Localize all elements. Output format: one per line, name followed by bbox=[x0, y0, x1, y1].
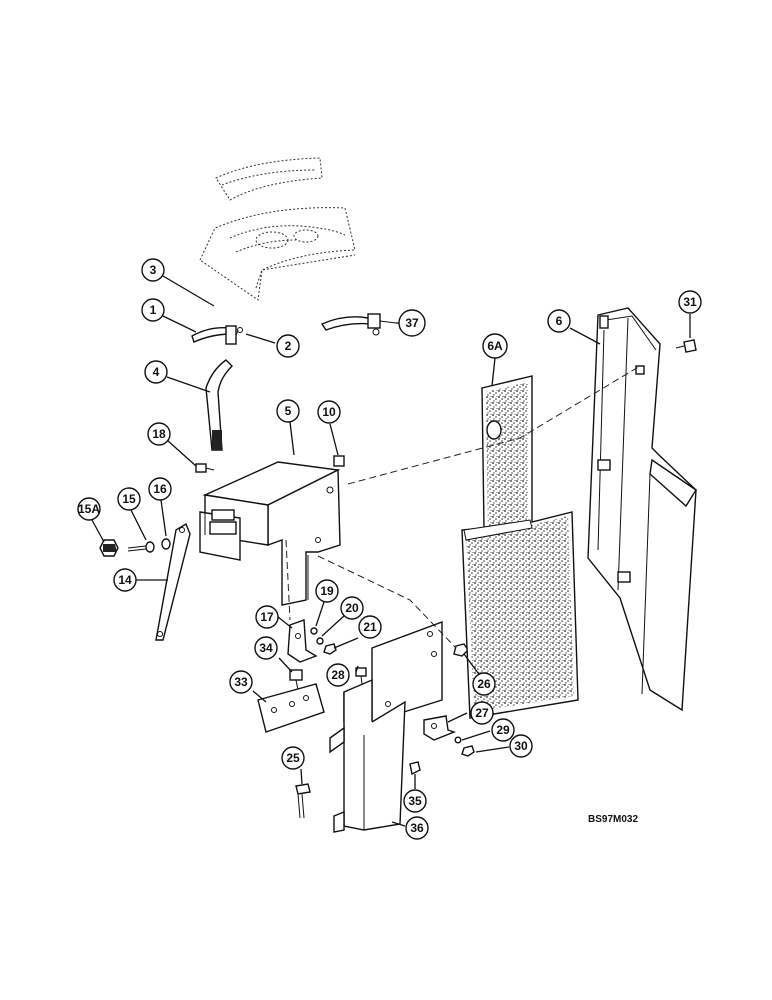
small-nut bbox=[461, 745, 475, 757]
box-bracket bbox=[199, 461, 341, 606]
callout-29: 29 bbox=[491, 718, 515, 742]
callout-3: 3 bbox=[141, 258, 165, 282]
alignment-lines bbox=[235, 329, 641, 649]
svg-text:18: 18 bbox=[152, 427, 166, 441]
callout-35: 35 bbox=[403, 789, 427, 813]
small-nut bbox=[323, 643, 337, 655]
small-washer bbox=[454, 736, 462, 744]
svg-text:30: 30 bbox=[514, 739, 528, 753]
leader-lines bbox=[91, 275, 691, 827]
callout-26: 26 bbox=[472, 672, 496, 696]
svg-text:10: 10 bbox=[322, 405, 336, 419]
right-lever bbox=[320, 313, 397, 336]
callout-6a: 6A bbox=[482, 333, 508, 359]
callout-14: 14 bbox=[113, 568, 137, 592]
support-bracket bbox=[329, 620, 443, 833]
callout-4: 4 bbox=[144, 360, 168, 384]
angle-bracket bbox=[423, 715, 457, 741]
callout-5: 5 bbox=[276, 399, 300, 423]
screw-part bbox=[195, 463, 215, 473]
callout-19: 19 bbox=[315, 579, 339, 603]
callout-34: 34 bbox=[254, 636, 278, 660]
callout-6: 6 bbox=[547, 309, 571, 333]
callout-37: 37 bbox=[398, 309, 426, 337]
svg-text:2: 2 bbox=[285, 339, 292, 353]
svg-text:33: 33 bbox=[234, 675, 248, 689]
callout-25: 25 bbox=[281, 746, 305, 770]
svg-text:34: 34 bbox=[259, 641, 273, 655]
svg-text:27: 27 bbox=[475, 706, 489, 720]
callout-15: 15 bbox=[117, 487, 141, 511]
bolt-part bbox=[355, 667, 367, 685]
callout-31: 31 bbox=[678, 290, 702, 314]
svg-text:6A: 6A bbox=[487, 339, 503, 353]
screw-part bbox=[675, 339, 697, 353]
bolt-part bbox=[289, 669, 303, 691]
cover-panel bbox=[587, 307, 697, 712]
svg-text:26: 26 bbox=[477, 677, 491, 691]
callout-36: 36 bbox=[405, 816, 429, 840]
left-lever bbox=[191, 325, 243, 345]
svg-text:25: 25 bbox=[286, 751, 300, 765]
callout-27: 27 bbox=[470, 701, 494, 725]
callout-2: 2 bbox=[276, 334, 300, 358]
small-nut bbox=[453, 643, 469, 657]
svg-text:3: 3 bbox=[150, 263, 157, 277]
small-washer bbox=[310, 627, 318, 635]
svg-text:28: 28 bbox=[331, 668, 345, 682]
nut-washer-set bbox=[99, 538, 171, 557]
svg-text:21: 21 bbox=[363, 620, 377, 634]
callout-20: 20 bbox=[340, 596, 364, 620]
callout-21: 21 bbox=[358, 615, 382, 639]
callout-33: 33 bbox=[229, 670, 253, 694]
callout-16: 16 bbox=[148, 477, 172, 501]
svg-text:19: 19 bbox=[320, 584, 334, 598]
svg-text:14: 14 bbox=[118, 573, 132, 587]
svg-text:36: 36 bbox=[410, 821, 424, 835]
small-bracket bbox=[287, 619, 318, 663]
callout-28: 28 bbox=[326, 663, 350, 687]
callout-17: 17 bbox=[255, 605, 279, 629]
bolt-part bbox=[295, 783, 311, 819]
svg-text:35: 35 bbox=[408, 794, 422, 808]
grip-tube bbox=[205, 359, 233, 451]
svg-text:17: 17 bbox=[260, 610, 274, 624]
svg-text:6: 6 bbox=[556, 314, 563, 328]
callout-15a: 15A bbox=[77, 497, 101, 521]
console-reference-outline bbox=[199, 157, 356, 301]
small-nut bbox=[409, 761, 421, 776]
svg-text:16: 16 bbox=[153, 482, 167, 496]
svg-text:37: 37 bbox=[405, 316, 419, 330]
callout-30: 30 bbox=[509, 734, 533, 758]
callout-18: 18 bbox=[147, 422, 171, 446]
svg-text:5: 5 bbox=[285, 404, 292, 418]
small-washer bbox=[316, 637, 324, 645]
svg-text:20: 20 bbox=[345, 601, 359, 615]
tie-rod bbox=[155, 522, 191, 641]
svg-text:1: 1 bbox=[150, 303, 157, 317]
svg-text:15A: 15A bbox=[78, 502, 100, 516]
svg-text:4: 4 bbox=[153, 365, 160, 379]
mounting-plate bbox=[257, 683, 325, 733]
felt-insulation-pad bbox=[461, 375, 579, 719]
callout-1: 1 bbox=[141, 298, 165, 322]
svg-text:29: 29 bbox=[496, 723, 510, 737]
svg-text:31: 31 bbox=[683, 295, 697, 309]
clip-part bbox=[333, 455, 345, 467]
figure-reference: BS97M032 bbox=[588, 814, 638, 825]
callout-10: 10 bbox=[317, 400, 341, 424]
svg-text:15: 15 bbox=[122, 492, 136, 506]
